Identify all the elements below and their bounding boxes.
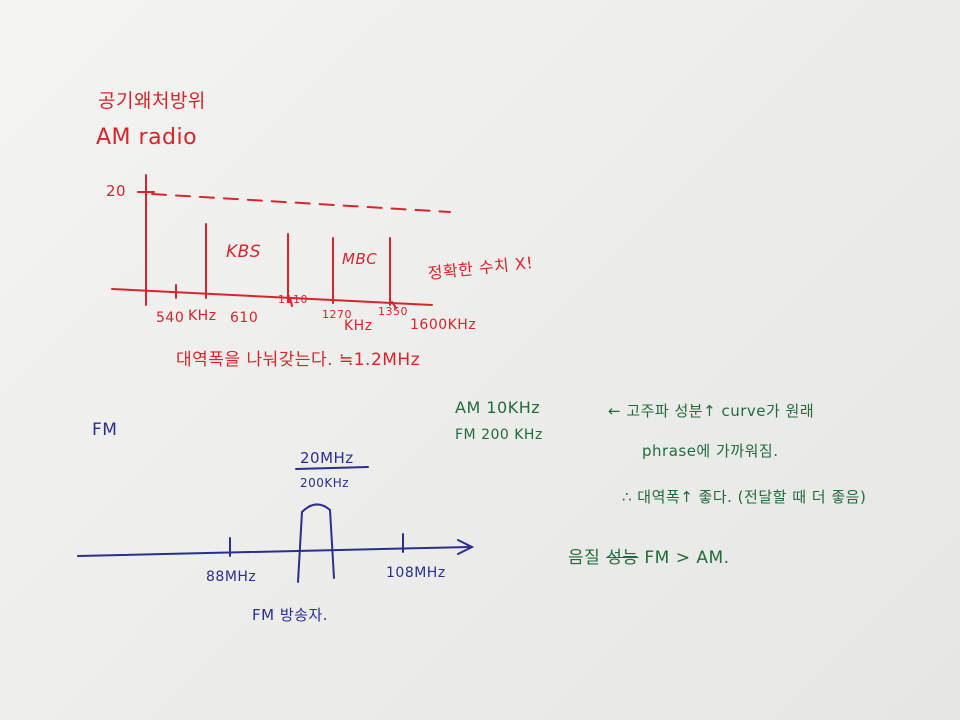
fm-right-tick-label: 108MHz (386, 565, 446, 581)
quality-prefix: 음질 (568, 548, 601, 568)
fm-top-label-1: 20MHz (300, 449, 354, 467)
am-label-mbc: MBC (342, 250, 378, 268)
quality-suffix: FM > AM. (644, 548, 730, 568)
compare-note-1: ← 고주파 성분↑ curve가 원래 (608, 402, 815, 420)
fm-top-label-2: 200KHz (300, 476, 350, 490)
am-tick-1350 (391, 301, 397, 309)
compare-fm-line: FM 200 KHz (455, 427, 543, 443)
am-tick-1600-label: 1600KHz (410, 317, 477, 333)
am-title: AM radio (96, 125, 198, 150)
am-tick-1110 (289, 297, 293, 307)
am-dashed-level (151, 193, 451, 213)
am-unit-1: KHz (188, 308, 217, 324)
quality-strike: 성능 (606, 548, 639, 568)
compare-note-3: ∴ 대역폭↑ 좋다. (전달할 때 더 좋음) (622, 488, 867, 506)
am-x-axis (111, 288, 433, 306)
am-unit-2: KHz (344, 318, 373, 334)
am-heading: 공기왜처방위 (98, 90, 206, 112)
am-note-bandwidth: 대역폭을 나눠갖는다. ≒1.2MHz (176, 350, 421, 370)
am-label-kbs: KBS (226, 242, 262, 262)
am-tick-1350-label: 1350 (378, 305, 408, 318)
am-tick-540-label: 540 (156, 310, 185, 326)
fm-section-label: FM (92, 420, 118, 440)
am-tick-1110-label: 1110 (278, 293, 308, 306)
compare-quality: 음질 성능 FM > AM. (568, 550, 730, 567)
am-y-tick-label: 20 (106, 182, 127, 200)
fm-label-underline (295, 466, 369, 470)
am-tick-1270-label: 1270 (322, 308, 352, 321)
fm-axis (77, 546, 471, 557)
fm-left-tick-label: 88MHz (206, 569, 257, 585)
fm-axis-arrow (457, 539, 475, 555)
compare-note-2: phrase에 가까워짐. (642, 442, 779, 460)
compare-am-line: AM 10KHz (455, 398, 541, 417)
am-tick-610-label: 610 (230, 310, 259, 326)
fm-channel-band (297, 503, 335, 583)
fm-caption: FM 방송자. (252, 606, 329, 624)
